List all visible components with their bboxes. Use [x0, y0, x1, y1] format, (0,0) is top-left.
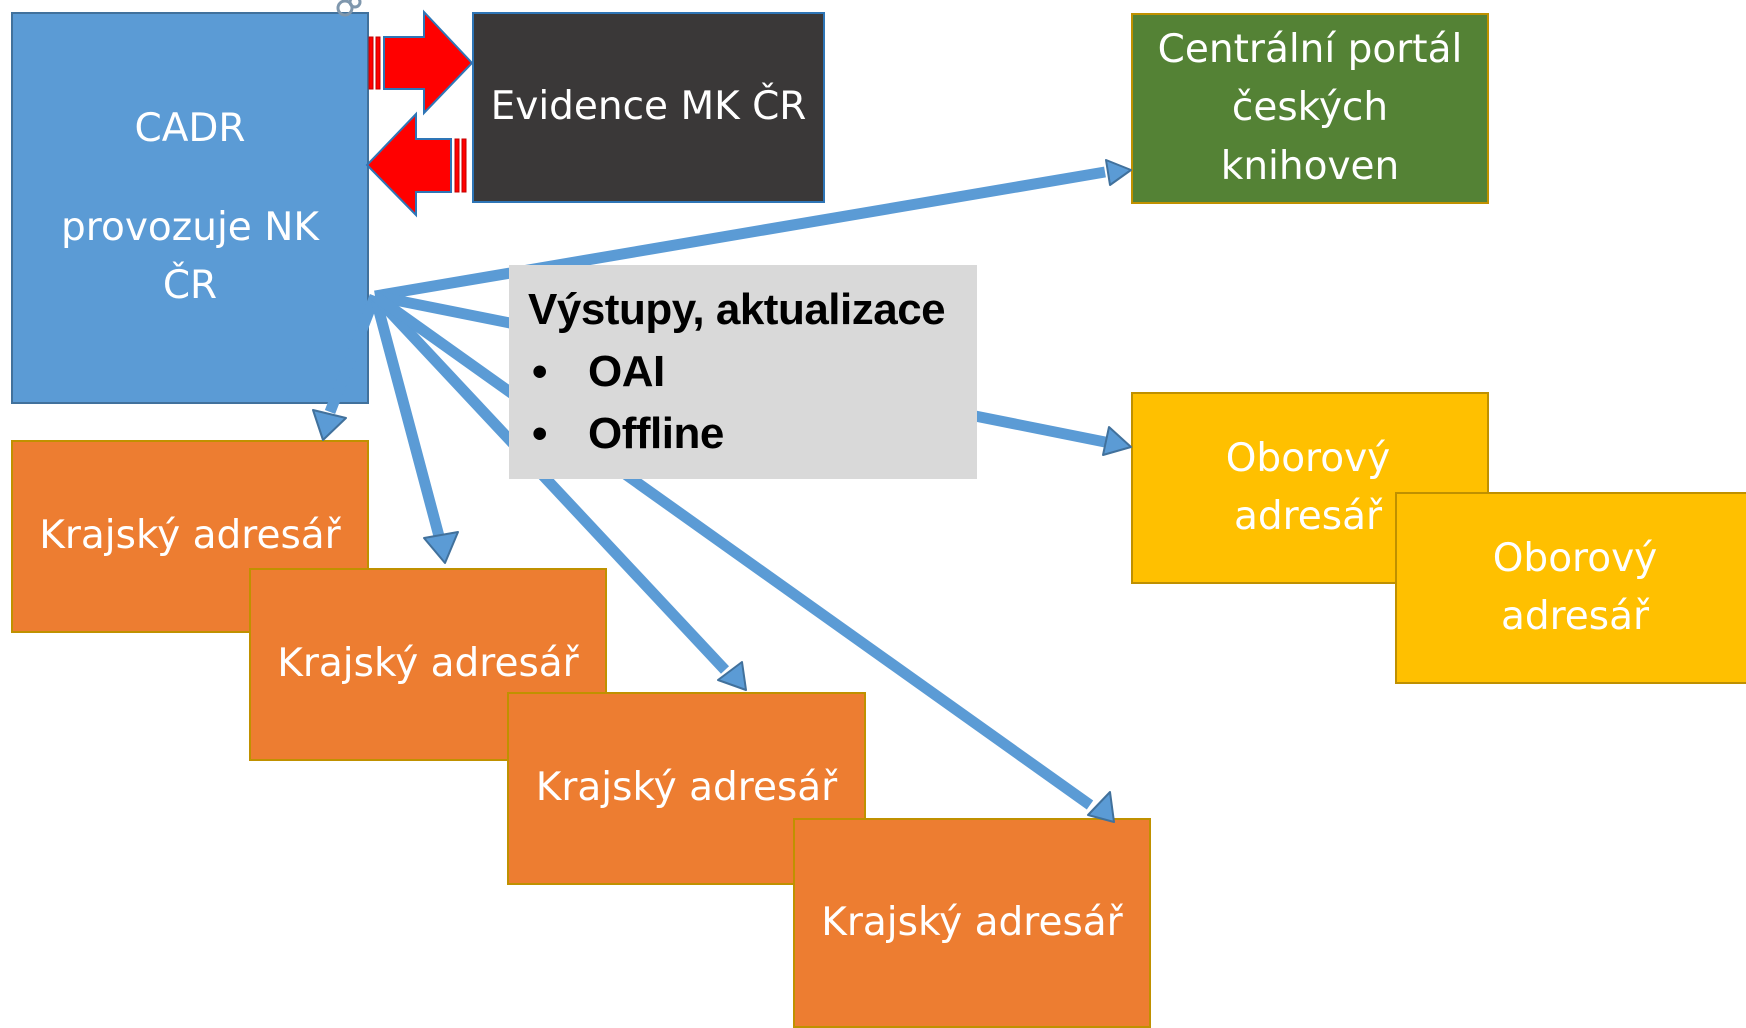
krajsky-adresar-label-4: Krajský adresář	[821, 899, 1123, 945]
bullet-icon: •	[532, 409, 547, 458]
krajsky-adresar-box-1: Krajský adresář	[11, 440, 369, 633]
centralni-portal-label-line2: českých	[1231, 85, 1389, 131]
arrow-to-krajsky-2	[369, 294, 459, 564]
connector-arrows	[312, 159, 1132, 823]
centralni-portal-label-line1: Centrální portál	[1157, 26, 1463, 72]
cadr-label-line1: CADR	[134, 106, 246, 152]
krajsky-adresar-label-1: Krajský adresář	[39, 513, 341, 559]
outputs-callout: Výstupy, aktualizace • OAI • Offline	[509, 265, 977, 479]
callout-item-oai: • OAI	[528, 341, 977, 403]
callout-item-offline: • Offline	[528, 403, 977, 465]
exchange-arrow-to-evidence	[368, 9, 474, 116]
cadr-label-line2: provozuje NK	[61, 204, 319, 250]
krajsky-adresar-label-2: Krajský adresář	[277, 641, 579, 687]
bullet-icon: •	[532, 347, 547, 396]
oborovy-adresar-label-1-line2: adresář	[1233, 494, 1383, 539]
oborovy-adresar-box-2: Oborový adresář	[1395, 492, 1746, 684]
oborovy-adresar-label-1-line1: Oborový	[1225, 435, 1391, 481]
krajsky-adresar-box-4: Krajský adresář	[793, 818, 1151, 1028]
callout-item-label: Offline	[588, 409, 724, 458]
arrow-to-krajsky-3	[370, 292, 747, 691]
centralni-portal-label-line3: knihoven	[1220, 143, 1400, 189]
krajsky-adresar-label-3: Krajský adresář	[535, 765, 838, 811]
cadr-label-line3: ČR	[162, 263, 218, 309]
callout-title: Výstupy, aktualizace	[528, 285, 946, 334]
arrow-to-krajsky-1	[312, 294, 381, 441]
callout-list: • OAI • Offline	[528, 341, 977, 465]
oborovy-adresar-label-2-line1: Oborový	[1492, 535, 1658, 581]
evidence-mk-label: Evidence MK ČR	[490, 84, 807, 130]
callout-item-label: OAI	[588, 347, 665, 396]
arrow-to-portal	[374, 159, 1132, 302]
evidence-mk-box: Evidence MK ČR	[472, 12, 825, 203]
oborovy-adresar-label-2-line2: adresář	[1500, 594, 1650, 639]
connector-handle-icon	[336, 0, 362, 17]
cadr-box: CADR provozuje NK ČR	[11, 12, 369, 404]
centralni-portal-box: Centrální portál českých knihoven	[1131, 13, 1489, 204]
exchange-arrow-to-cadr	[365, 111, 467, 218]
arrow-to-krajsky-4	[371, 291, 1115, 823]
